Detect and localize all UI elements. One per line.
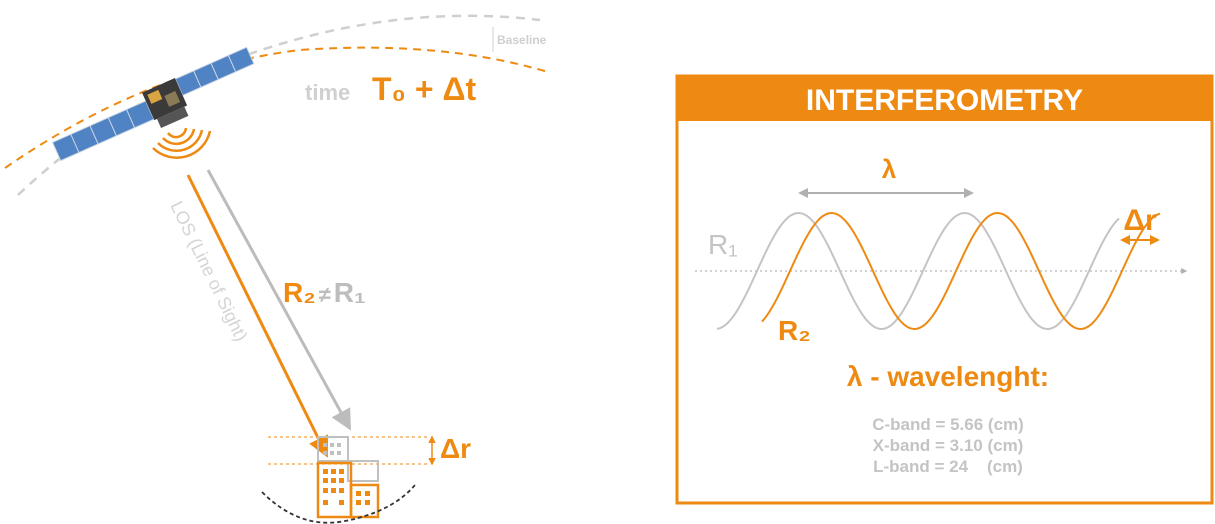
band-x: X-band = 3.10 (cm) xyxy=(873,436,1024,455)
building-icon xyxy=(268,435,436,519)
lambda-label: λ xyxy=(882,154,897,184)
ground-curve xyxy=(261,484,416,524)
time-value: T₀ + Δt xyxy=(372,71,476,107)
r2-label: R₂ xyxy=(778,315,811,346)
range-label: R₂≠R₁ xyxy=(283,277,366,308)
range-neq: ≠ xyxy=(319,282,331,307)
satellite-icon xyxy=(51,46,255,162)
range-r1: R₁ xyxy=(334,277,366,308)
range-r2: R₂ xyxy=(283,277,316,308)
ray-gray xyxy=(206,169,352,431)
delta-r-left: Δr xyxy=(440,433,471,464)
wave-r1 xyxy=(716,211,1120,331)
delta-r-right: Δr xyxy=(1123,204,1157,237)
wave-r2 xyxy=(761,211,1161,331)
band-l: L-band = 24 (cm) xyxy=(873,457,1023,476)
time-prefix: time xyxy=(305,80,350,105)
baseline-label: Baseline xyxy=(497,33,547,47)
panel-title: INTERFEROMETRY xyxy=(806,84,1083,117)
band-c: C-band = 5.66 (cm) xyxy=(872,415,1024,434)
wavelength-heading: λ - wavelenght: xyxy=(847,361,1049,392)
radar-waves-icon xyxy=(152,127,212,159)
orbit-orange xyxy=(4,46,549,169)
interferometry-panel: INTERFEROMETRY xyxy=(675,74,1214,505)
panel-title-bar xyxy=(677,76,1212,121)
ray-orange xyxy=(186,174,328,458)
r1-label: R₁ xyxy=(708,229,738,260)
